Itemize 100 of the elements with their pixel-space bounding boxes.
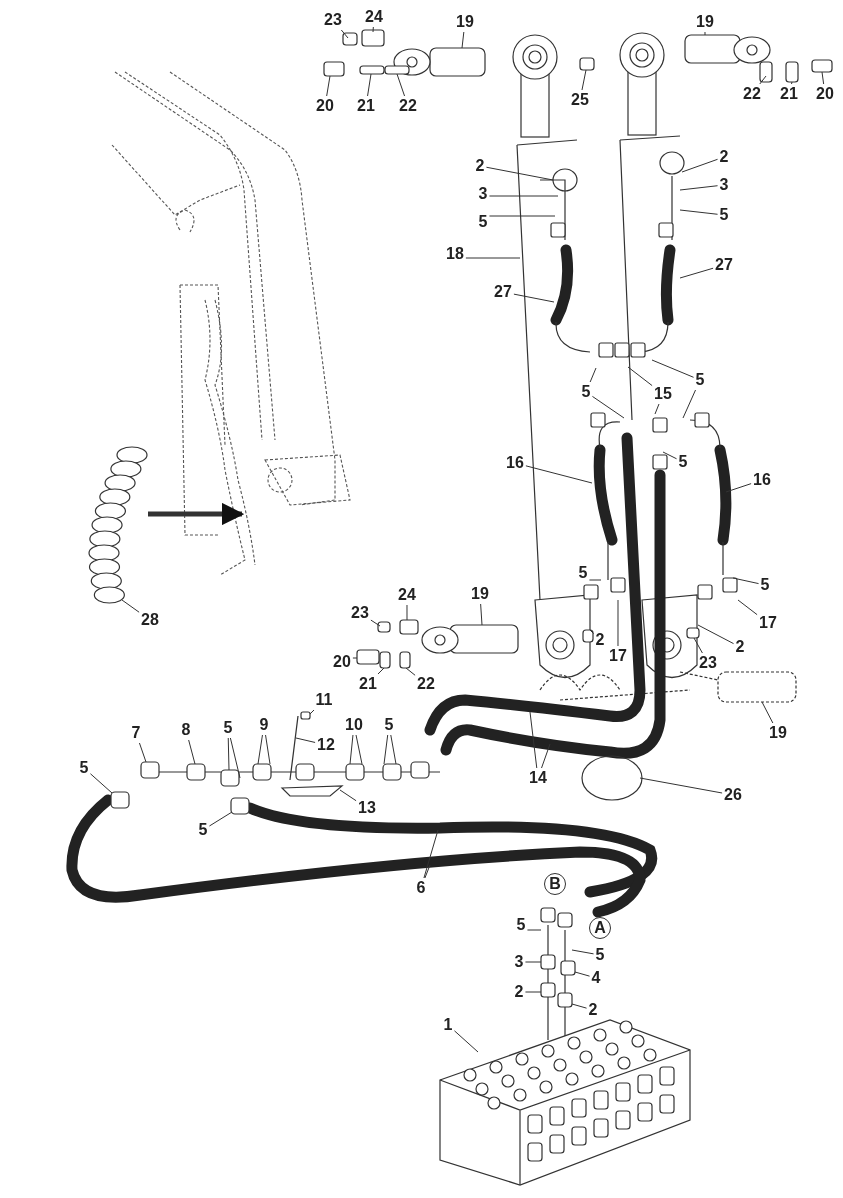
- leader-line: [541, 743, 551, 769]
- leader-line: [309, 709, 315, 715]
- leader-line: [265, 734, 271, 765]
- leader-line: [138, 742, 147, 763]
- callout-number: 15: [653, 385, 673, 403]
- leader-line: [461, 31, 465, 49]
- leader-line: [761, 701, 774, 724]
- callout-number: 26: [723, 786, 743, 804]
- callout-number: 28: [140, 611, 160, 629]
- leader-line: [257, 734, 263, 765]
- callout-number: 19: [455, 13, 475, 31]
- leader-line: [679, 267, 714, 279]
- callout-number: 19: [695, 13, 715, 31]
- callout-number: 8: [180, 721, 192, 739]
- callout-number: 3: [718, 176, 730, 194]
- leader-line: [662, 451, 678, 460]
- callout-number: 16: [505, 454, 525, 472]
- leader-line: [349, 734, 354, 765]
- leader-line: [372, 26, 374, 33]
- callout-number: 5: [594, 946, 606, 964]
- leader-line: [295, 737, 316, 743]
- leader-line: [89, 773, 113, 794]
- leader-line: [424, 864, 431, 879]
- leader-line: [405, 667, 416, 676]
- leader-line: [693, 637, 703, 654]
- leader-line: [340, 29, 349, 39]
- callout-number: 14: [528, 769, 548, 787]
- callout-number: 9: [258, 716, 270, 734]
- leader-line: [524, 961, 542, 963]
- callout-number: 27: [493, 283, 513, 301]
- arrow: [148, 502, 245, 526]
- callout-number: 19: [470, 585, 490, 603]
- leader-line: [627, 366, 653, 387]
- callout-number: 5: [677, 453, 689, 471]
- leader-line: [326, 75, 331, 97]
- callout-number: 19: [768, 724, 788, 742]
- leader-line: [821, 71, 825, 85]
- leader-line: [682, 389, 697, 419]
- callout-number: 5: [718, 206, 730, 224]
- hose-sleeve-drawing: [88, 446, 148, 604]
- callout-number: 11: [314, 691, 334, 709]
- leader-line: [589, 367, 597, 383]
- leader-line: [697, 624, 735, 645]
- callout-number: 5: [197, 821, 209, 839]
- callout-number: 10: [344, 716, 364, 734]
- leader-line: [737, 599, 758, 616]
- leader-line: [574, 971, 591, 977]
- callout-number: 2: [587, 1001, 599, 1019]
- leader-line: [679, 185, 719, 191]
- leader-line: [488, 215, 556, 217]
- callout-number: 20: [815, 85, 835, 103]
- leader-line: [589, 629, 595, 635]
- callout-number: 23: [350, 604, 370, 622]
- leader-line: [396, 73, 406, 97]
- leader-line: [453, 1030, 479, 1053]
- callout-number: 27: [714, 256, 734, 274]
- callout-number: 2: [594, 631, 606, 649]
- callout-number: 12: [316, 736, 336, 754]
- callout-number: 2: [734, 638, 746, 656]
- hose-and-valve-drawing: [66, 711, 691, 1186]
- callout-number: 13: [357, 799, 377, 817]
- leader-line: [465, 257, 521, 259]
- leader-line: [681, 158, 719, 173]
- callout-number: 18: [445, 245, 465, 263]
- leader-line: [529, 711, 538, 769]
- leader-line: [208, 811, 233, 827]
- leader-line: [639, 777, 723, 794]
- leader-line: [704, 31, 706, 36]
- callout-number: 3: [477, 185, 489, 203]
- callout-number: 2: [718, 148, 730, 166]
- callout-number: 21: [356, 97, 376, 115]
- leader-line: [513, 293, 555, 303]
- callout-number: 17: [608, 647, 628, 665]
- leader-line: [725, 483, 752, 493]
- leader-line: [227, 737, 230, 771]
- callout-number: 20: [332, 653, 352, 671]
- leader-line: [352, 657, 358, 659]
- callout-number: 3: [513, 953, 525, 971]
- leader-line: [679, 209, 719, 215]
- leader-line: [370, 619, 381, 627]
- leader-line: [654, 403, 660, 415]
- leader-line: [571, 1003, 588, 1009]
- callout-number: 5: [759, 576, 771, 594]
- leader-line: [526, 929, 542, 931]
- leader-line: [581, 69, 587, 91]
- callout-number: 5: [477, 213, 489, 231]
- leader-line: [651, 359, 695, 378]
- callout-number: 7: [130, 724, 142, 742]
- leader-line: [390, 734, 397, 765]
- leader-line: [488, 195, 559, 197]
- leader-line: [524, 991, 542, 993]
- callout-number: 5: [694, 371, 706, 389]
- leader-line: [732, 577, 760, 585]
- callout-number: 16: [752, 471, 772, 489]
- callout-number: 5: [515, 916, 527, 934]
- leader-line: [759, 75, 767, 85]
- leader-line: [339, 789, 357, 802]
- leader-line: [423, 829, 439, 879]
- callout-number: 1: [442, 1016, 454, 1034]
- leader-line: [367, 73, 372, 97]
